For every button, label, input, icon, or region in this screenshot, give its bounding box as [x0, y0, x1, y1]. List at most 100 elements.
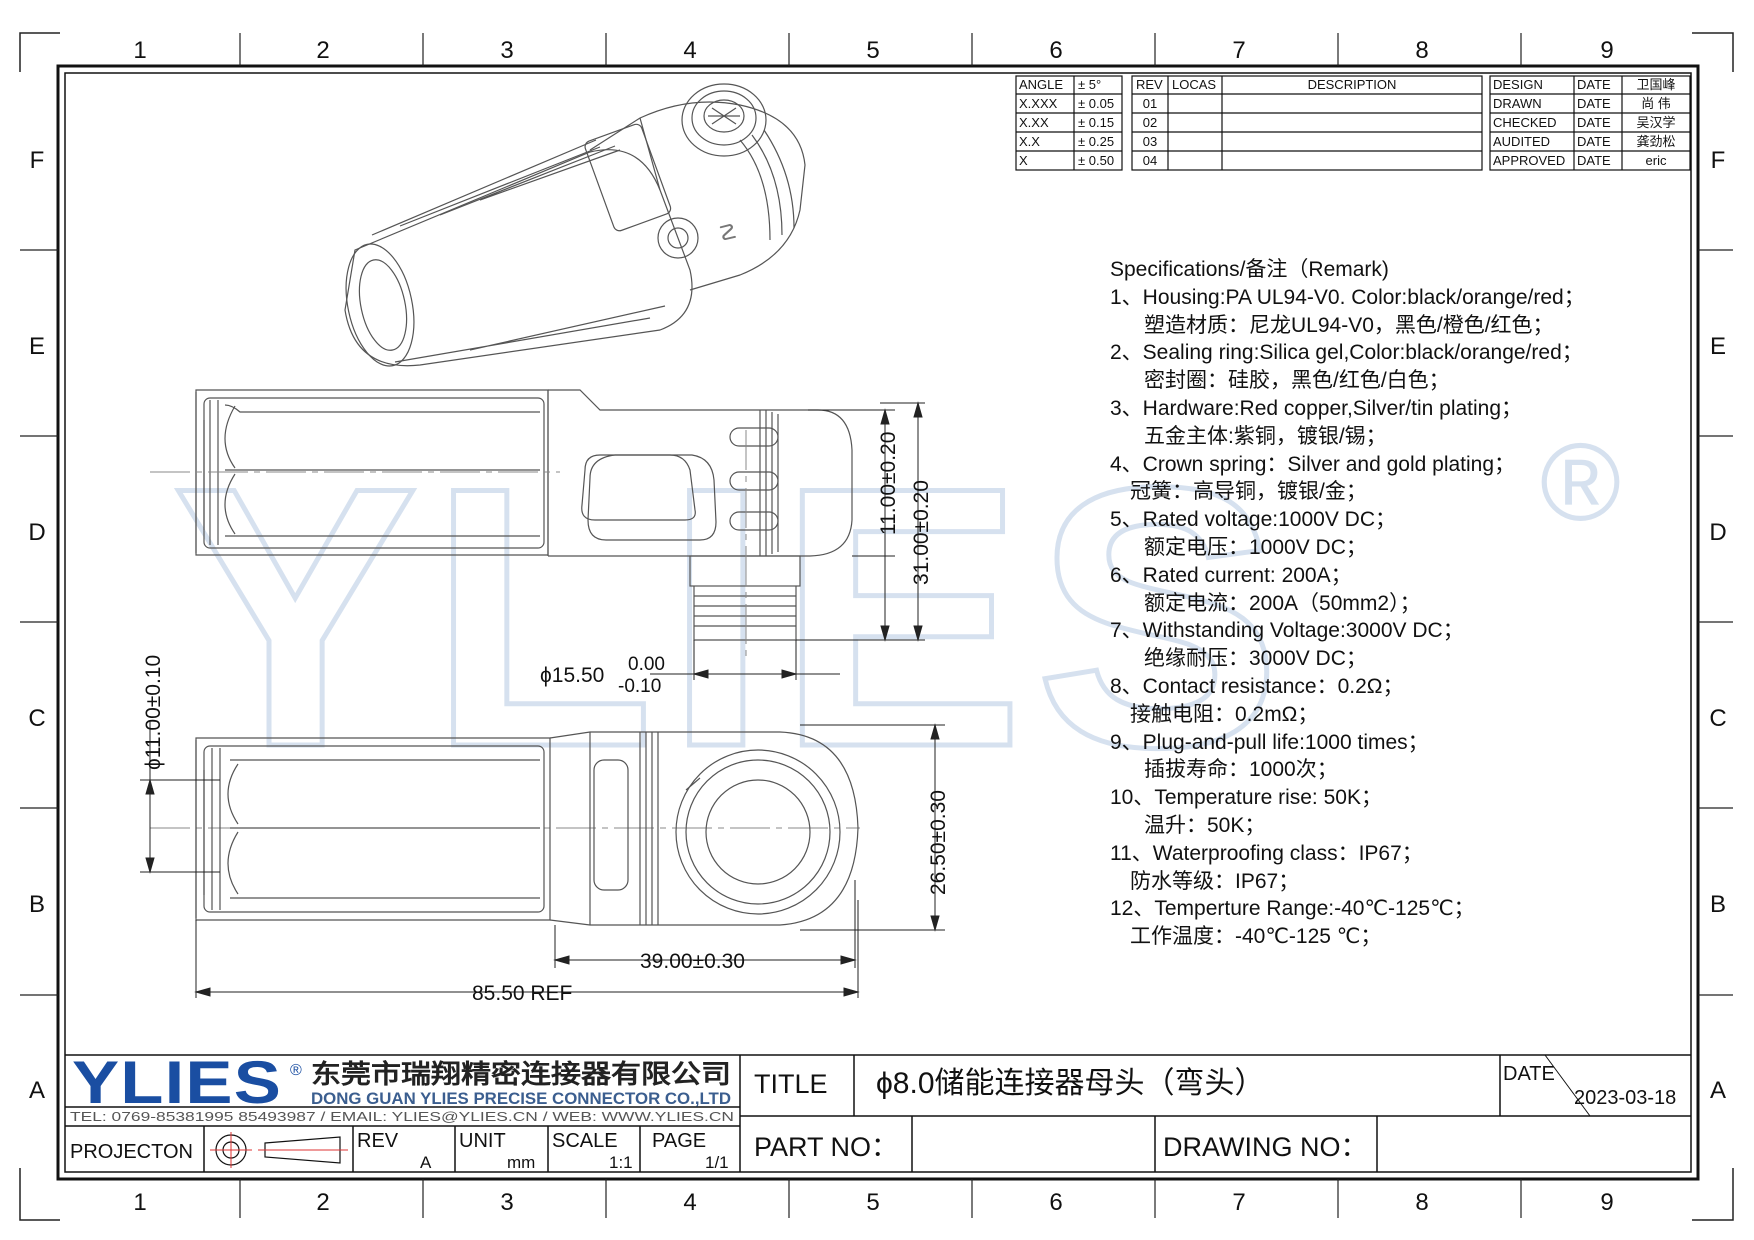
watermark-mark: ®: [1540, 421, 1621, 544]
signoff-name: 吴汉学: [1636, 115, 1675, 130]
drawing-title: ϕ8.0储能连接器母头（弯头）: [876, 1067, 1265, 1100]
page-value: 1/1: [705, 1153, 729, 1172]
tol-row-key: X: [1019, 153, 1028, 168]
signoff-name: 尚 伟: [1641, 96, 1671, 111]
spec-item: 11、Waterproofing class：IP67；: [1110, 841, 1423, 865]
dim-15-50-upper: 0.00: [628, 654, 665, 675]
revision-table: [1131, 75, 1483, 171]
dim-39-00: 39.00±0.30: [640, 950, 745, 973]
scale-value: 1:1: [609, 1153, 633, 1172]
row-label-right: D: [1709, 519, 1726, 546]
row-label-left: E: [29, 333, 45, 360]
spec-item-cn: 五金主体:紫铜，镀银/锡；: [1144, 424, 1387, 448]
title-label: TITLE: [754, 1069, 828, 1099]
spec-item-cn: 温升：50K；: [1144, 813, 1266, 837]
tol-row-value: ± 0.05: [1078, 96, 1114, 111]
col-label-top: 7: [1232, 37, 1245, 64]
tol-row-value: ± 0.15: [1078, 115, 1114, 130]
spec-item-cn: 防水等级：IP67；: [1130, 869, 1300, 893]
row-label-right: A: [1710, 1077, 1726, 1104]
signoff-date-label: DATE: [1577, 77, 1611, 92]
rev-header: REV: [1136, 77, 1163, 92]
dim-31-00: 31.00±0.20: [910, 480, 933, 585]
title-block-lines: [65, 1054, 1691, 1172]
tol-row-key: X.X: [1019, 134, 1040, 149]
logo-text: YLIES: [72, 1049, 282, 1116]
signoff-date-label: DATE: [1577, 96, 1611, 111]
spec-item: 12、Temperture Range:-40℃-125℃；: [1110, 897, 1475, 921]
rev-number: 04: [1143, 153, 1157, 168]
page-label: PAGE: [652, 1130, 706, 1152]
dim-15-50: ϕ15.50: [540, 664, 604, 687]
drawing-date: 2023-03-18: [1574, 1087, 1676, 1109]
signoff-date-label: DATE: [1577, 134, 1611, 149]
isometric-view: ☡: [344, 83, 806, 367]
description-header: DESCRIPTION: [1308, 77, 1397, 92]
unit-label: UNIT: [459, 1130, 506, 1152]
col-label-bottom: 3: [500, 1189, 513, 1216]
rev-number: 03: [1143, 134, 1157, 149]
signoff-role: DRAWN: [1493, 96, 1542, 111]
spec-item-cn: 冠簧：高导铜，镀银/金；: [1130, 480, 1367, 504]
spec-item: 8、Contact resistance：0.2Ω；: [1110, 674, 1404, 698]
company-name-en: DONG GUAN YLIES PRECISE CONNECTOR CO.,LT…: [311, 1089, 731, 1108]
row-label-right: E: [1710, 333, 1726, 360]
col-label-top: 4: [683, 37, 696, 64]
col-label-top: 3: [500, 37, 513, 64]
signoff-table: [1489, 75, 1691, 171]
spec-item: 1、Housing:PA UL94-V0. Color:black/orange…: [1110, 285, 1585, 309]
specifications-title: Specifications/备注（Remark): [1110, 258, 1389, 281]
dim-85-50: 85.50 REF: [472, 982, 572, 1005]
spec-item-cn: 接触电阻：0.2mΩ；: [1130, 702, 1319, 726]
row-label-left: C: [28, 705, 45, 732]
locas-header: LOCAS: [1172, 77, 1216, 92]
col-label-top: 2: [316, 37, 329, 64]
company-name-cn: 东莞市瑞翔精密连接器有限公司: [311, 1059, 731, 1089]
company-contact: TEL: 0769-85381995 85493987 / EMAIL: YLI…: [70, 1109, 734, 1124]
top-view: [195, 731, 859, 926]
col-label-top: 9: [1600, 37, 1613, 64]
spec-item: 4、Crown spring：Silver and gold plating；: [1110, 452, 1516, 476]
tol-row-value: ± 0.50: [1078, 153, 1114, 168]
unit-value: mm: [507, 1153, 535, 1172]
tol-row-key: X.XX: [1019, 115, 1049, 130]
spec-item-cn: 额定电压：1000V DC；: [1144, 535, 1367, 559]
signoff-role: DESIGN: [1493, 77, 1543, 92]
dim-11-00: 11.00±0.20: [877, 432, 900, 535]
spec-item: 7、Withstanding Voltage:3000V DC；: [1110, 619, 1464, 643]
spec-item-cn: 塑造材质：尼龙UL94-V0，黑色/橙色/红色；: [1144, 313, 1554, 337]
spec-item-cn: 额定电流：200A（50mm2）；: [1144, 591, 1421, 615]
rev-label: REV: [357, 1130, 399, 1152]
signoff-role: CHECKED: [1493, 115, 1557, 130]
col-label-bottom: 8: [1415, 1189, 1428, 1216]
row-label-left: B: [29, 891, 45, 918]
spec-item: 2、Sealing ring:Silica gel,Color:black/or…: [1110, 341, 1583, 365]
dimension-texts: 11.00±0.20 31.00±0.20 ϕ15.50 0.00 -0.10 …: [142, 432, 950, 1005]
signoff-date-label: DATE: [1577, 153, 1611, 168]
col-label-top: 1: [133, 37, 146, 64]
part-no-label: PART NO：: [754, 1132, 898, 1162]
row-label-left: A: [29, 1077, 45, 1104]
grid-labels: 1 2 3 4 5 6 7 8 9 1 2 3 4 5 6 7 8 9 F E …: [28, 37, 1726, 1216]
inner-frame: [64, 72, 1692, 1173]
projection-symbol-icon: [210, 1132, 348, 1168]
spec-item-cn: 绝缘耐压：3000V DC；: [1144, 647, 1367, 671]
rev-value: A: [420, 1153, 432, 1172]
tol-row-key: X.XXX: [1019, 96, 1058, 111]
projection-label: PROJECTON: [70, 1141, 193, 1163]
signoff-name: 卫国峰: [1636, 77, 1675, 92]
spec-item: 10、Temperature rise: 50K；: [1110, 786, 1382, 810]
front-view: [195, 389, 853, 641]
iso-mark-icon: ☡: [718, 220, 738, 245]
grid-ticks: [20, 33, 1733, 1218]
spec-item: 3、Hardware:Red copper,Silver/tin plating…: [1110, 396, 1523, 420]
dim-26-50: 26.50±0.30: [927, 790, 950, 895]
spec-item: 9、Plug-and-pull life:1000 times；: [1110, 730, 1429, 754]
company-logo: YLIES ®: [72, 1049, 302, 1116]
col-label-bottom: 6: [1049, 1189, 1062, 1216]
drawing-no-label: DRAWING NO：: [1163, 1132, 1368, 1162]
col-label-bottom: 2: [316, 1189, 329, 1216]
col-label-bottom: 5: [866, 1189, 879, 1216]
rev-number: 02: [1143, 115, 1157, 130]
